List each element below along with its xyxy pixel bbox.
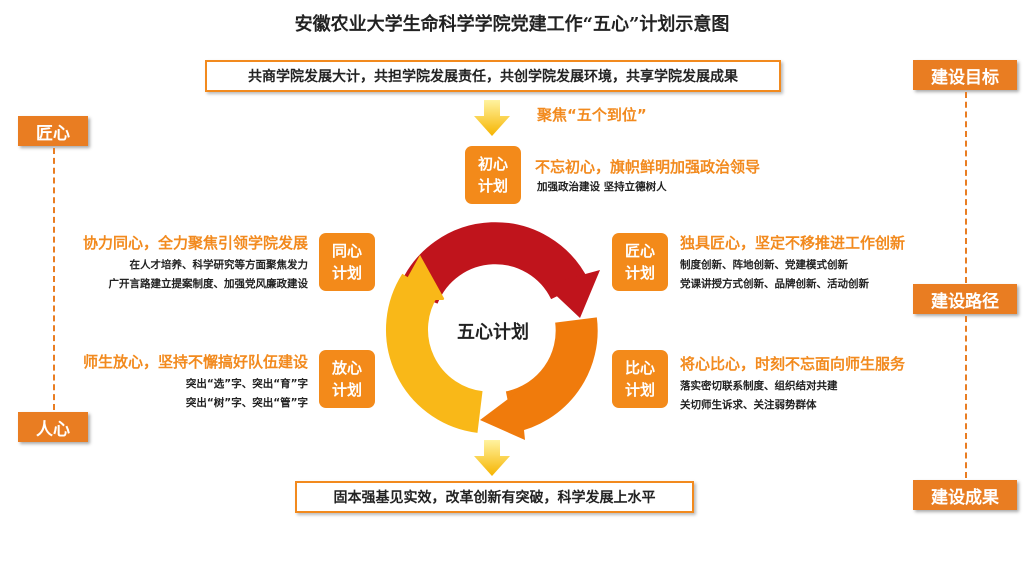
- arrowhead-orange: [480, 390, 525, 440]
- plan-fangxin-badge: 放心计划: [319, 350, 375, 408]
- tag-jiangxin: 匠心: [18, 116, 88, 146]
- plan-bixin-heading: 将心比心，时刻不忘面向师生服务: [680, 355, 906, 373]
- plan-chuxin-badge: 初心计划: [465, 146, 521, 204]
- top-box: 共商学院发展大计，共担学院发展责任，共创学院发展环境，共享学院发展成果: [205, 60, 781, 92]
- plan-bixin-line: 关切师生诉求、关注弱势群体: [680, 399, 817, 411]
- tag-result: 建设成果: [913, 480, 1017, 510]
- tag-goal: 建设目标: [913, 60, 1017, 90]
- plan-jiangxin-line: 制度创新、阵地创新、党建模式创新: [680, 259, 848, 271]
- plan-tongxin-heading: 协力同心，全力聚焦引领学院发展: [82, 234, 308, 252]
- plan-jiangxin-heading: 独具匠心，坚定不移推进工作创新: [680, 234, 906, 252]
- arrowhead-red: [545, 270, 600, 318]
- plan-jiangxin-badge: 匠心计划: [612, 233, 668, 291]
- right-dashed-line: [965, 92, 967, 283]
- focus-label: 聚焦“五个到位”: [537, 106, 647, 124]
- page-title: 安徽农业大学生命科学学院党建工作“五心”计划示意图: [294, 14, 730, 35]
- arrowhead-yellow: [395, 255, 445, 300]
- plan-fangxin-heading: 师生放心，坚持不懈搞好队伍建设: [82, 353, 308, 371]
- left-dashed-line: [53, 148, 55, 410]
- plan-bixin-line: 落实密切联系制度、组织结对共建: [680, 380, 838, 392]
- plan-tongxin-line: 在人才培养、科学研究等方面聚焦发力: [129, 259, 309, 271]
- right-dashed-line: [965, 316, 967, 478]
- plan-tongxin-badge: 同心计划: [319, 233, 375, 291]
- plan-chuxin-heading: 不忘初心，旗帜鲜明加强政治领导: [535, 158, 761, 176]
- cycle-arc-red: [398, 222, 589, 305]
- cycle-arc-orange: [505, 317, 598, 433]
- cycle-center-label: 五心计划: [457, 322, 529, 343]
- down-arrow-icon: [474, 100, 510, 136]
- tag-renxin: 人心: [18, 412, 88, 442]
- cycle-arc-yellow: [386, 273, 484, 433]
- down-arrow-icon: [474, 440, 510, 476]
- plan-fangxin-line: 突出“选”字、突出“育”字: [185, 378, 308, 390]
- plan-chuxin-line: 加强政治建设 坚持立德树人: [537, 181, 667, 193]
- tag-path: 建设路径: [913, 284, 1017, 314]
- plan-bixin-badge: 比心计划: [612, 350, 668, 408]
- plan-fangxin-line: 突出“树”字、突出“管”字: [185, 397, 308, 409]
- plan-tongxin-line: 广开言路建立提案制度、加强党风廉政建设: [108, 278, 309, 290]
- bottom-box: 固本强基见实效，改革创新有突破，科学发展上水平: [295, 481, 694, 513]
- plan-jiangxin-line: 党课讲授方式创新、品牌创新、活动创新: [680, 278, 869, 290]
